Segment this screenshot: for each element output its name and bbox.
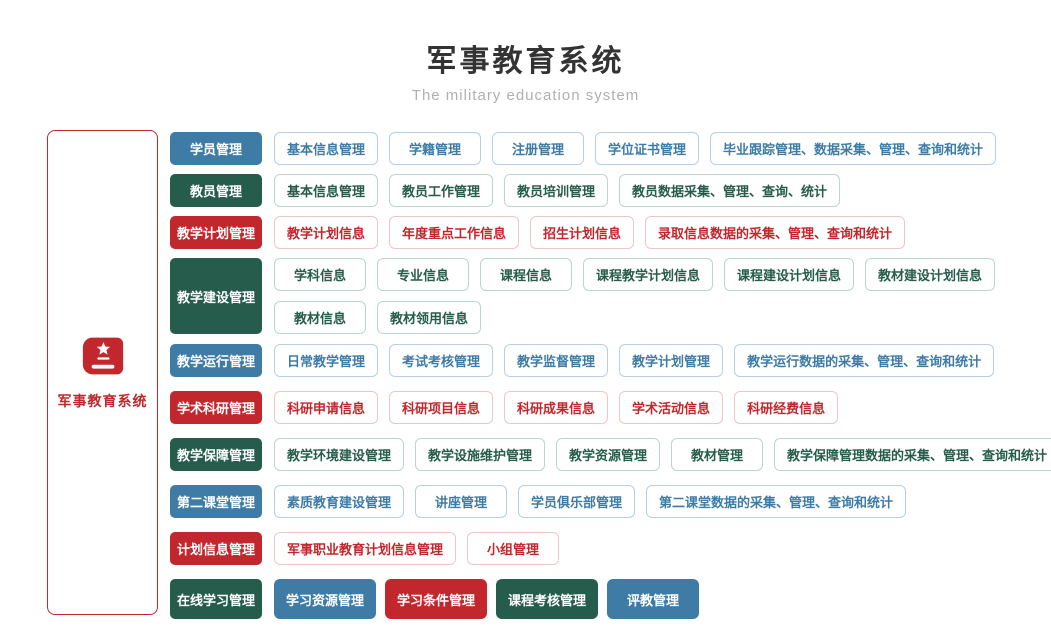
module-chip[interactable]: 专业信息 (377, 258, 469, 291)
group-chip-lines: 教学计划信息年度重点工作信息招生计划信息录取信息数据的采集、管理、查询和统计 (274, 216, 906, 249)
module-chip[interactable]: 考试考核管理 (389, 344, 494, 377)
module-chip[interactable]: 评教管理 (607, 579, 700, 619)
group-chip-lines: 科研申请信息科研项目信息科研成果信息学术活动信息科研经费信息 (274, 391, 839, 424)
module-chip[interactable]: 教材领用信息 (377, 301, 482, 334)
group-leader-button[interactable]: 计划信息管理 (170, 532, 262, 565)
chip-line: 素质教育建设管理讲座管理学员俱乐部管理第二课堂数据的采集、管理、查询和统计 (274, 485, 907, 518)
group-chip-lines: 素质教育建设管理讲座管理学员俱乐部管理第二课堂数据的采集、管理、查询和统计 (274, 485, 907, 518)
group-chip-lines: 学科信息专业信息课程信息课程教学计划信息课程建设计划信息教材建设计划信息教材信息… (274, 258, 996, 334)
module-chip[interactable]: 录取信息数据的采集、管理、查询和统计 (645, 216, 906, 249)
module-group: 教学运行管理日常教学管理考试考核管理教学监督管理教学计划管理教学运行数据的采集、… (170, 344, 1051, 377)
module-group: 教学保障管理教学环境建设管理教学设施维护管理教学资源管理教材管理教学保障管理数据… (170, 438, 1051, 471)
module-group: 教员管理基本信息管理教员工作管理教员培训管理教员数据采集、管理、查询、统计 (170, 174, 1051, 207)
module-chip[interactable]: 招生计划信息 (530, 216, 635, 249)
module-chip[interactable]: 教学资源管理 (556, 438, 661, 471)
module-chip[interactable]: 教员培训管理 (504, 174, 609, 207)
chip-line: 日常教学管理考试考核管理教学监督管理教学计划管理教学运行数据的采集、管理、查询和… (274, 344, 995, 377)
group-leader-button[interactable]: 教学建设管理 (170, 258, 262, 334)
module-chip[interactable]: 素质教育建设管理 (274, 485, 405, 518)
module-chip[interactable]: 学员俱乐部管理 (518, 485, 636, 518)
module-chip[interactable]: 教学环境建设管理 (274, 438, 405, 471)
module-chip[interactable]: 教学运行数据的采集、管理、查询和统计 (734, 344, 995, 377)
group-chip-lines: 日常教学管理考试考核管理教学监督管理教学计划管理教学运行数据的采集、管理、查询和… (274, 344, 995, 377)
group-leader-button[interactable]: 教学运行管理 (170, 344, 262, 377)
group-chip-lines: 军事职业教育计划信息管理小组管理 (274, 532, 560, 565)
module-chip[interactable]: 学籍管理 (389, 132, 482, 165)
module-chip[interactable]: 教员数据采集、管理、查询、统计 (619, 174, 841, 207)
page-title: 军事教育系统 (426, 45, 625, 78)
chip-line: 学科信息专业信息课程信息课程教学计划信息课程建设计划信息教材建设计划信息 (274, 258, 996, 291)
module-chip[interactable]: 课程教学计划信息 (583, 258, 714, 291)
module-groups: 学员管理基本信息管理学籍管理注册管理学位证书管理毕业跟踪管理、数据采集、管理、查… (170, 130, 1051, 633)
chip-line: 科研申请信息科研项目信息科研成果信息学术活动信息科研经费信息 (274, 391, 839, 424)
module-chip[interactable]: 课程信息 (480, 258, 572, 291)
module-chip[interactable]: 教材信息 (274, 301, 366, 334)
group-leader-button[interactable]: 教员管理 (170, 174, 262, 207)
group-leader-button[interactable]: 教学计划管理 (170, 216, 262, 249)
module-group: 学员管理基本信息管理学籍管理注册管理学位证书管理毕业跟踪管理、数据采集、管理、查… (170, 132, 1051, 165)
module-chip[interactable]: 科研申请信息 (274, 391, 379, 424)
group-leader-button[interactable]: 学术科研管理 (170, 391, 262, 424)
chip-line: 学习资源管理学习条件管理课程考核管理评教管理 (274, 579, 700, 619)
module-chip[interactable]: 学习条件管理 (385, 579, 488, 619)
book-star-icon (82, 337, 123, 374)
module-chip[interactable]: 注册管理 (492, 132, 585, 165)
module-chip[interactable]: 教学设施维护管理 (415, 438, 546, 471)
group-chip-lines: 教学环境建设管理教学设施维护管理教学资源管理教材管理教学保障管理数据的采集、管理… (274, 438, 1051, 471)
module-chip[interactable]: 讲座管理 (415, 485, 508, 518)
chip-line: 基本信息管理学籍管理注册管理学位证书管理毕业跟踪管理、数据采集、管理、查询和统计 (274, 132, 997, 165)
page-subtitle: The military education system (411, 87, 640, 104)
module-chip[interactable]: 教材管理 (671, 438, 764, 471)
module-chip[interactable]: 学习资源管理 (274, 579, 377, 619)
group-chip-lines: 学习资源管理学习条件管理课程考核管理评教管理 (274, 579, 700, 619)
module-group: 教学建设管理学科信息专业信息课程信息课程教学计划信息课程建设计划信息教材建设计划… (170, 258, 1051, 334)
module-group: 第二课堂管理素质教育建设管理讲座管理学员俱乐部管理第二课堂数据的采集、管理、查询… (170, 485, 1051, 518)
module-chip[interactable]: 教材建设计划信息 (865, 258, 996, 291)
page-header: 军事教育系统 The military education system (0, 0, 1051, 104)
module-chip[interactable]: 第二课堂数据的采集、管理、查询和统计 (646, 485, 907, 518)
group-leader-button[interactable]: 在线学习管理 (170, 579, 262, 619)
group-chip-lines: 基本信息管理教员工作管理教员培训管理教员数据采集、管理、查询、统计 (274, 174, 841, 207)
module-group: 计划信息管理军事职业教育计划信息管理小组管理 (170, 532, 1051, 565)
module-chip[interactable]: 科研项目信息 (389, 391, 494, 424)
module-chip[interactable]: 教员工作管理 (389, 174, 494, 207)
module-chip[interactable]: 学术活动信息 (619, 391, 724, 424)
chip-line: 教学计划信息年度重点工作信息招生计划信息录取信息数据的采集、管理、查询和统计 (274, 216, 906, 249)
module-chip[interactable]: 年度重点工作信息 (389, 216, 520, 249)
module-chip[interactable]: 军事职业教育计划信息管理 (274, 532, 457, 565)
module-chip[interactable]: 科研成果信息 (504, 391, 609, 424)
group-leader-button[interactable]: 第二课堂管理 (170, 485, 262, 518)
module-chip[interactable]: 科研经费信息 (734, 391, 839, 424)
module-chip[interactable]: 小组管理 (467, 532, 560, 565)
module-group: 学术科研管理科研申请信息科研项目信息科研成果信息学术活动信息科研经费信息 (170, 391, 1051, 424)
module-chip[interactable]: 日常教学管理 (274, 344, 379, 377)
module-chip[interactable]: 教学保障管理数据的采集、管理、查询和统计 (774, 438, 1051, 471)
group-leader-button[interactable]: 学员管理 (170, 132, 262, 165)
group-leader-button[interactable]: 教学保障管理 (170, 438, 262, 471)
module-chip[interactable]: 毕业跟踪管理、数据采集、管理、查询和统计 (710, 132, 997, 165)
chip-line: 教学环境建设管理教学设施维护管理教学资源管理教材管理教学保障管理数据的采集、管理… (274, 438, 1051, 471)
module-group: 在线学习管理学习资源管理学习条件管理课程考核管理评教管理 (170, 579, 1051, 619)
module-group: 教学计划管理教学计划信息年度重点工作信息招生计划信息录取信息数据的采集、管理、查… (170, 216, 1051, 249)
module-chip[interactable]: 教学监督管理 (504, 344, 609, 377)
group-chip-lines: 基本信息管理学籍管理注册管理学位证书管理毕业跟踪管理、数据采集、管理、查询和统计 (274, 132, 997, 165)
diagram-layout: 军事教育系统 学员管理基本信息管理学籍管理注册管理学位证书管理毕业跟踪管理、数据… (0, 130, 1051, 633)
module-chip[interactable]: 课程建设计划信息 (724, 258, 855, 291)
module-chip[interactable]: 教学计划管理 (619, 344, 724, 377)
root-node: 军事教育系统 (47, 130, 158, 615)
chip-line: 军事职业教育计划信息管理小组管理 (274, 532, 560, 565)
chip-line: 教材信息教材领用信息 (274, 301, 995, 334)
module-chip[interactable]: 教学计划信息 (274, 216, 379, 249)
module-chip[interactable]: 学位证书管理 (595, 132, 700, 165)
module-chip[interactable]: 基本信息管理 (274, 132, 379, 165)
module-chip[interactable]: 基本信息管理 (274, 174, 379, 207)
chip-line: 基本信息管理教员工作管理教员培训管理教员数据采集、管理、查询、统计 (274, 174, 841, 207)
module-chip[interactable]: 课程考核管理 (496, 579, 599, 619)
root-label: 军事教育系统 (57, 392, 148, 409)
module-chip[interactable]: 学科信息 (274, 258, 366, 291)
